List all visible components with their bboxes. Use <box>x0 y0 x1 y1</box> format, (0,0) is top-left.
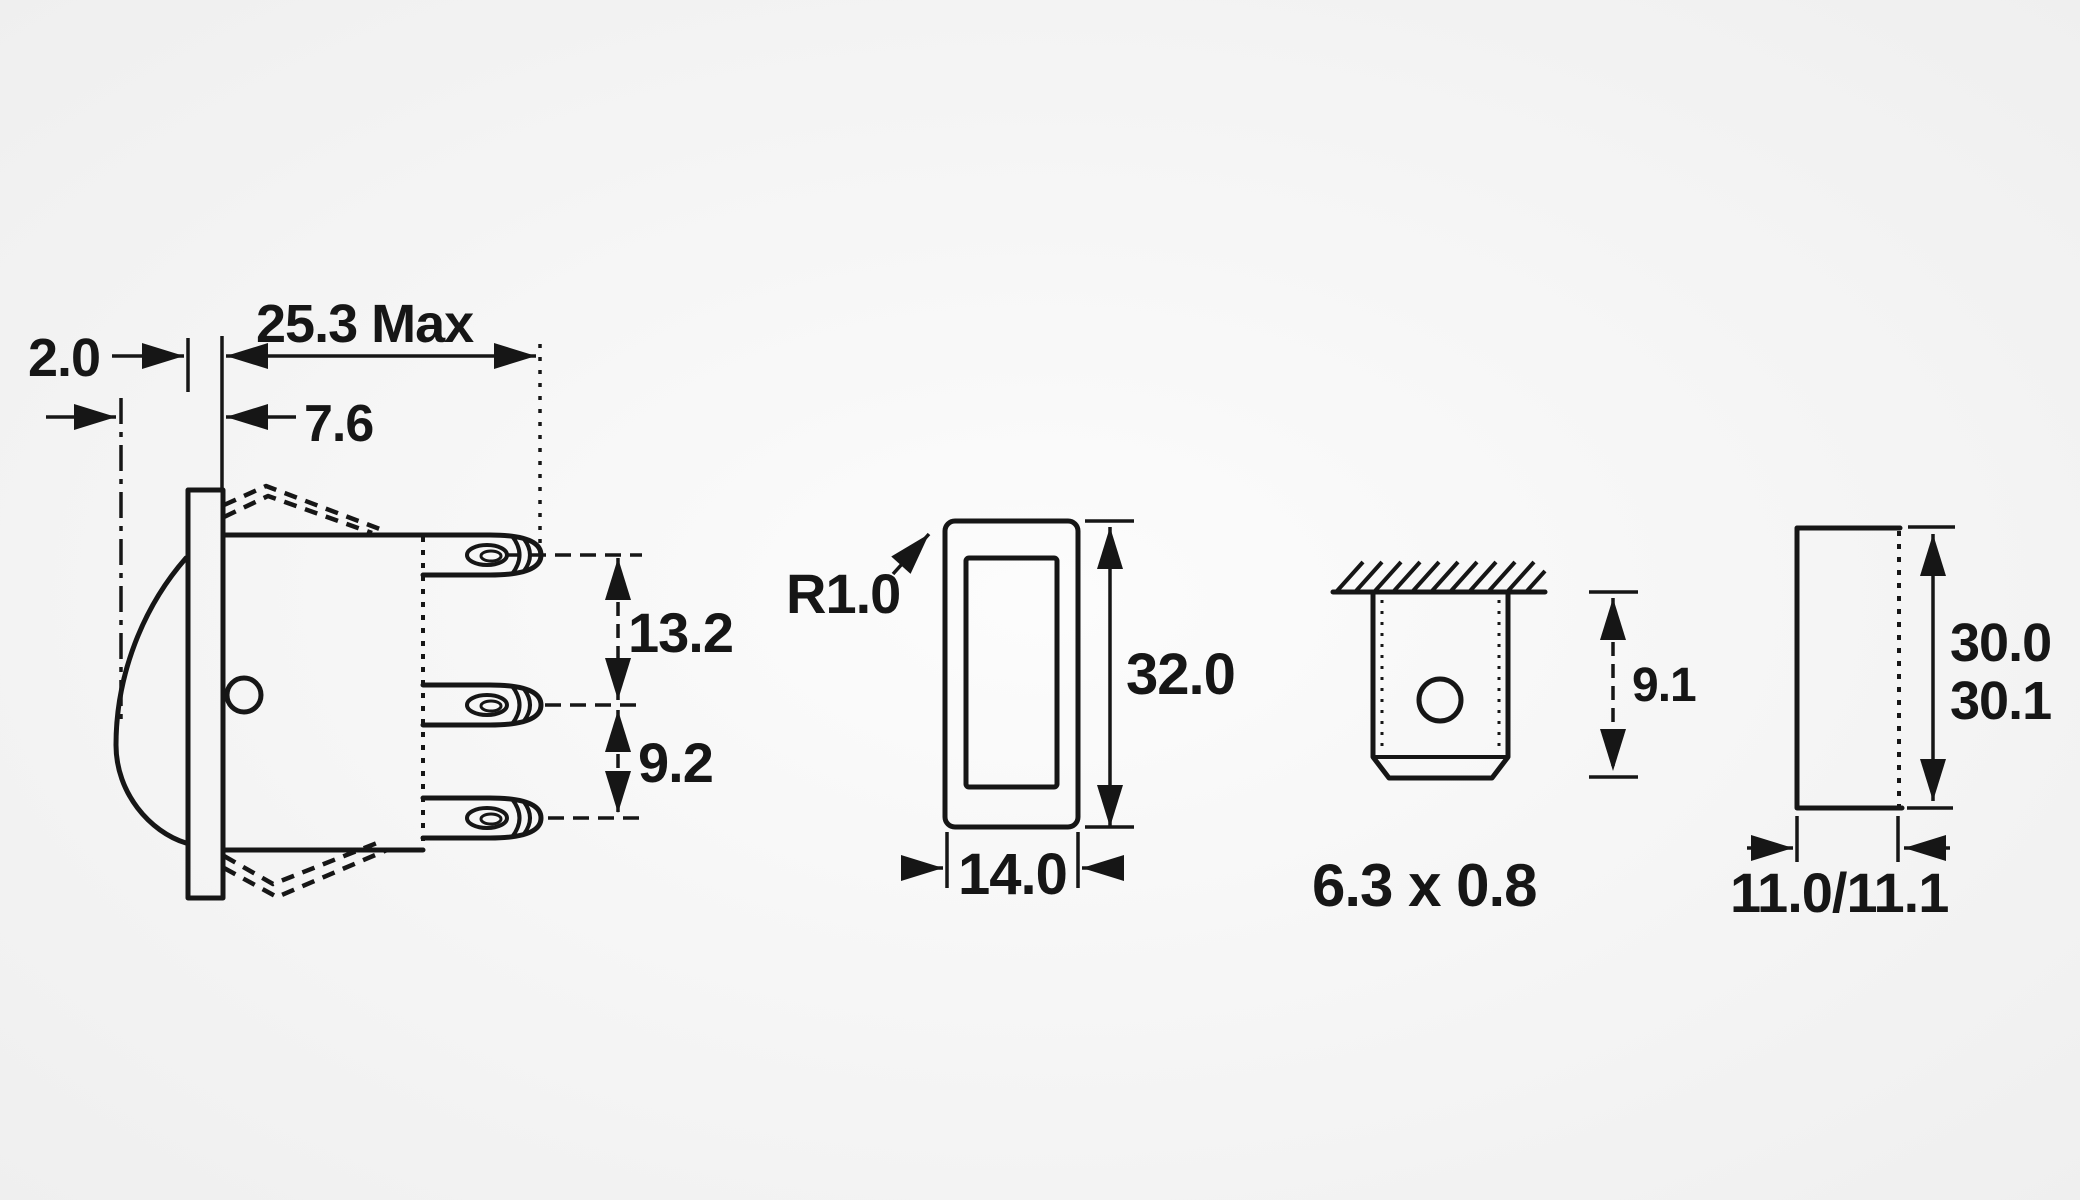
terminal-size-caption: 6.3 x 0.8 <box>1312 852 1537 919</box>
rocker-hidden-edge <box>222 840 378 887</box>
terminal-hole <box>1416 676 1464 724</box>
dim-label-front-protrusion: 7.6 <box>304 395 373 453</box>
panel-cutout-side-view: 30.0 30.1 11.0/11.1 <box>1730 525 2052 924</box>
dim-label-flange-thickness: 2.0 <box>28 328 100 388</box>
side-view: 2.0 25.3 Max 7.6 13.2 <box>28 294 734 901</box>
mounting-flange <box>185 487 226 901</box>
dim-label-corner-radius: R1.0 <box>786 562 900 625</box>
terminal-tab <box>423 535 541 575</box>
terminal-tab <box>423 685 541 725</box>
radius-leader-arrow <box>891 532 931 576</box>
dim-label-terminal-spacing-bottom: 9.2 <box>638 731 713 794</box>
rocker-hidden-edge <box>223 493 373 536</box>
dim-label-height-max: 30.1 <box>1950 671 2051 731</box>
terminal-tab <box>423 798 541 838</box>
dim-label-terminal-spacing-top: 13.2 <box>628 601 733 664</box>
profile-outline <box>1794 525 1905 811</box>
cutout-inner-outline <box>963 555 1060 790</box>
pivot-hole <box>224 675 264 715</box>
terminal-detail-view: 9.1 6.3 x 0.8 <box>1312 560 1697 919</box>
rocker-front-face <box>113 555 189 846</box>
panel-cutout-front-view: R1.0 32.0 14.0 <box>786 518 1236 907</box>
dim-label-width-range: 11.0/11.1 <box>1730 861 1948 924</box>
dim-label-cutout-height: 32.0 <box>1126 642 1235 707</box>
dim-label-height-min: 30.0 <box>1950 613 2051 673</box>
dim-label-depth-below-panel: 9.1 <box>1632 659 1696 712</box>
rocker-hidden-edge <box>223 483 386 534</box>
terminal-tab-outline <box>1370 589 1511 781</box>
dim-label-depth-max: 25.3 Max <box>256 294 474 354</box>
dim-label-cutout-width: 14.0 <box>958 842 1067 907</box>
cutout-outer-outline <box>942 518 1081 830</box>
rocker-hidden-edge <box>222 847 388 900</box>
section-hatching <box>1335 560 1547 593</box>
